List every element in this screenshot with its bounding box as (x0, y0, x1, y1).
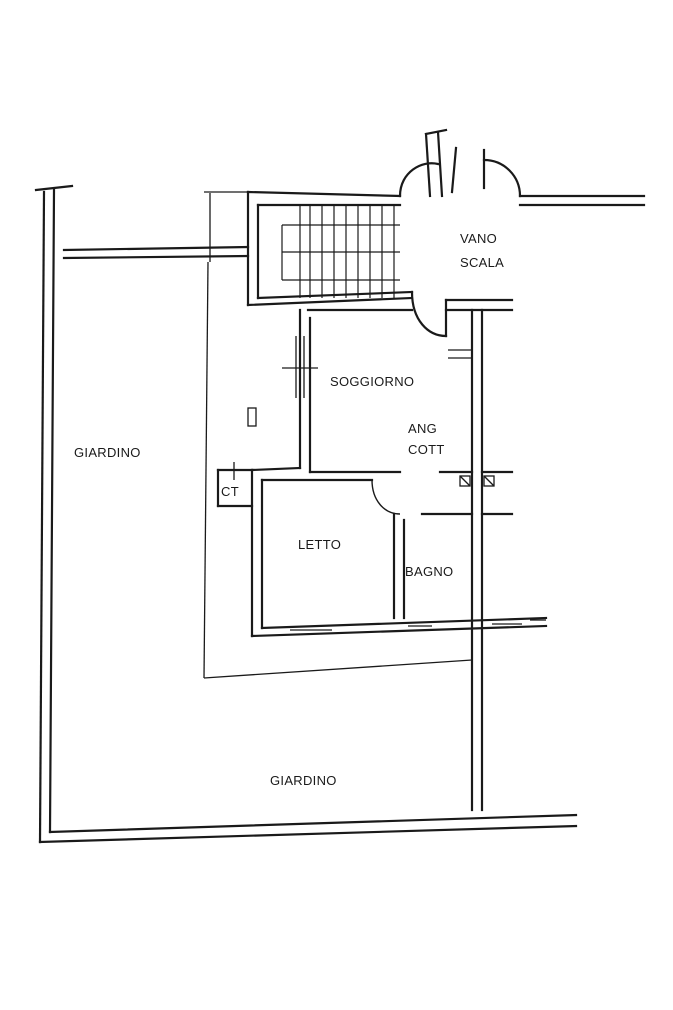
vano-scala-walls (398, 128, 646, 338)
ang-cott-label-line2: COTT (408, 442, 445, 457)
bagno-details (420, 470, 514, 516)
small-fixture (247, 407, 257, 427)
garden-boundary (34, 184, 578, 844)
vano-scala-label-line1: VANO (460, 231, 498, 246)
letto-walls (250, 466, 406, 638)
stair-enclosure (246, 190, 414, 307)
garden-top-wall (62, 245, 250, 260)
ct-niche (216, 462, 254, 508)
ang-cott-label-line1: ANG (408, 421, 438, 436)
letto-label: LETTO (298, 537, 342, 552)
bagno-label: BAGNO (405, 564, 454, 579)
soggiorno-label: SOGGIORNO (330, 374, 415, 389)
apartment-bottom-wall (250, 616, 548, 638)
right-divider-wall (470, 308, 484, 812)
giardino-left-label: GIARDINO (74, 445, 141, 460)
vano-scala-label-line2: SCALA (460, 255, 505, 270)
ct-label: CT (221, 484, 239, 499)
soggiorno-window (282, 336, 318, 398)
giardino-bottom-label: GIARDINO (270, 773, 337, 788)
soggiorno-walls (298, 308, 474, 474)
stair-treads (281, 205, 400, 298)
courtyard-wall (203, 191, 473, 679)
